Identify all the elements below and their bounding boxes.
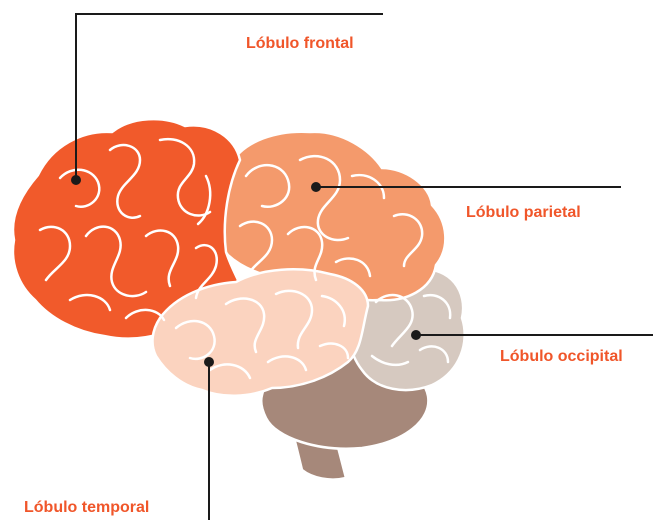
occipital-lobe-label: Lóbulo occipital [500, 349, 623, 365]
temporal-leader-dot [204, 357, 214, 367]
temporal-lobe-label: Lóbulo temporal [24, 500, 149, 516]
parietal-lobe-label: Lóbulo parietal [466, 205, 581, 221]
frontal-lobe-label: Lóbulo frontal [246, 36, 354, 52]
parietal-leader-dot [311, 182, 321, 192]
frontal-leader-dot [71, 175, 81, 185]
occipital-leader-dot [411, 330, 421, 340]
